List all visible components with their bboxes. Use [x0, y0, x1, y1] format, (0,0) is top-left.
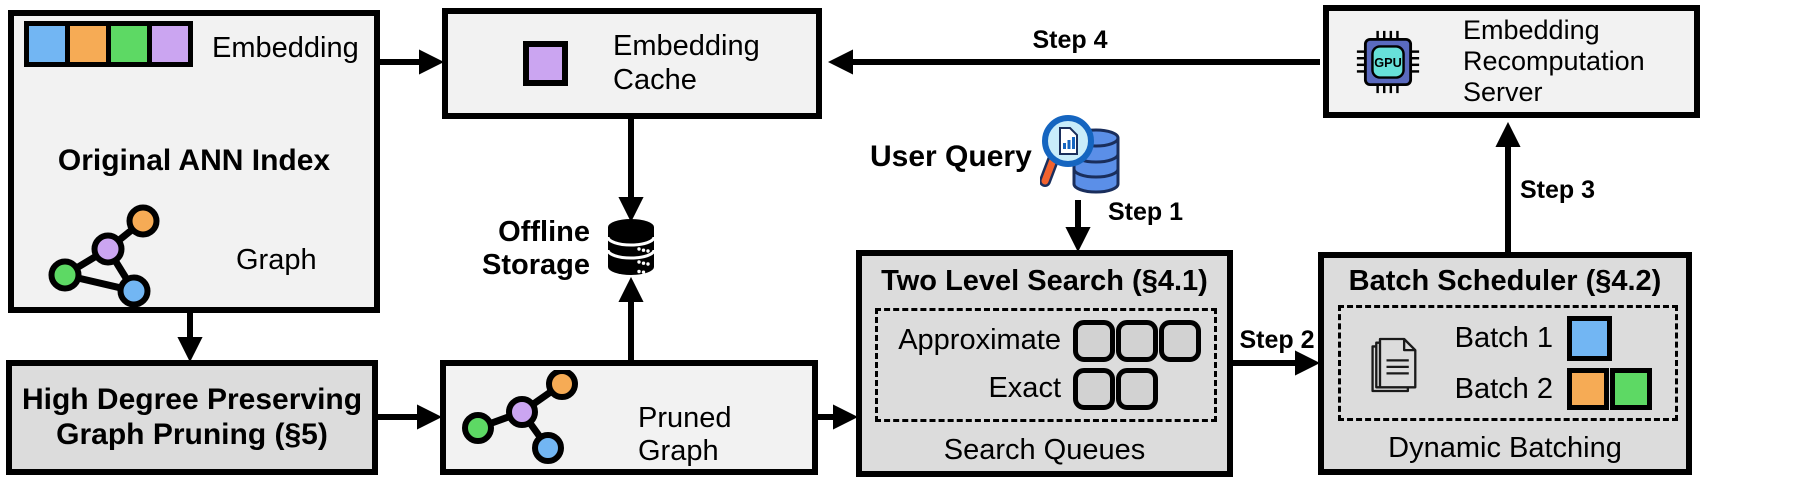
step3-label: Step 3 — [1520, 176, 1596, 204]
batch2-item-swatch-orange — [1567, 368, 1609, 411]
server-label-line3: Server — [1463, 76, 1543, 107]
original-graph-icon — [48, 204, 160, 308]
search-queues-caption: Search Queues — [943, 433, 1146, 466]
original-ann-index-box: Embedding Original ANN Index Graph — [8, 10, 380, 313]
pruned-graph-icon — [462, 370, 578, 464]
two-level-search-title: Two Level Search (§4.1) — [881, 265, 1208, 297]
user-query-label: User Query — [870, 140, 1032, 173]
batch2-row: Batch 2 — [1437, 368, 1667, 411]
cached-embedding-swatch — [523, 41, 568, 86]
exact-queue-row: Exact — [888, 368, 1204, 410]
graph-label: Graph — [236, 244, 317, 276]
graph-pruning-title-line1: High Degree Preserving — [21, 383, 363, 416]
dynamic-batching-panel: Batch 1 Batch 2 — [1338, 305, 1678, 421]
recomputation-server-box: GPU Embedding Recomputation Server — [1323, 5, 1700, 118]
server-label-line2: Recomputation — [1463, 46, 1645, 77]
graph-pruning-title-line2: Graph Pruning (§5) — [56, 417, 328, 451]
embedding-cell-blue — [29, 26, 65, 62]
search-queues-panel: Approximate Exact — [875, 308, 1217, 422]
two-level-search-box: Two Level Search (§4.1) Approximate Exac… — [856, 250, 1233, 477]
embedding-label: Embedding — [212, 32, 359, 64]
queue-slot — [1073, 320, 1115, 362]
batch-documents-icon — [1371, 337, 1417, 393]
server-label-line1: Embedding — [1463, 15, 1600, 46]
pruned-graph-box: Pruned Graph — [440, 360, 818, 475]
queue-slot — [1073, 368, 1115, 410]
graph-pruning-box: High Degree Preserving Graph Pruning (§5… — [6, 360, 378, 475]
approximate-queue-slots — [1073, 320, 1204, 362]
offline-storage-database-icon — [606, 219, 656, 275]
approximate-queue-row: Approximate — [888, 320, 1204, 362]
queue-slot — [1116, 320, 1158, 362]
embedding-cell-green — [111, 26, 147, 62]
original-ann-index-title: Original ANN Index — [57, 144, 331, 177]
embedding-cache-box: Embedding Cache — [442, 8, 822, 119]
dynamic-batching-caption: Dynamic Batching — [1388, 431, 1622, 464]
batch-scheduler-box: Batch Scheduler (§4.2) Batch 1 — [1318, 252, 1692, 475]
exact-label: Exact — [988, 372, 1061, 405]
batch1-row: Batch 1 — [1437, 315, 1667, 361]
batch1-label: Batch 1 — [1454, 321, 1553, 354]
embedding-cell-purple — [152, 26, 188, 62]
embedding-cache-label-line1: Embedding — [613, 30, 760, 63]
batch-scheduler-title: Batch Scheduler (§4.2) — [1348, 265, 1662, 297]
step2-label: Step 2 — [1239, 326, 1315, 354]
batch1-item-swatch-blue — [1567, 315, 1612, 361]
queue-slot — [1116, 368, 1158, 410]
batch2-label: Batch 2 — [1454, 372, 1553, 405]
embedding-cache-label-line2: Cache — [613, 63, 697, 96]
step1-label: Step 1 — [1108, 198, 1184, 226]
offline-storage-label: Offline Storage — [482, 216, 590, 282]
user-query-icon — [1040, 115, 1120, 194]
approximate-label: Approximate — [898, 324, 1061, 357]
exact-queue-slots — [1073, 368, 1204, 410]
embedding-cell-orange — [70, 26, 106, 62]
gpu-chip-icon: GPU — [1356, 30, 1420, 93]
gpu-icon-label: GPU — [1374, 55, 1402, 70]
batch2-item-swatch-green — [1610, 368, 1652, 411]
embedding-vector-icon — [24, 21, 193, 67]
step4-label: Step 4 — [1032, 26, 1108, 54]
pruned-graph-label: Pruned Graph — [638, 402, 732, 468]
queue-slot — [1159, 320, 1201, 362]
